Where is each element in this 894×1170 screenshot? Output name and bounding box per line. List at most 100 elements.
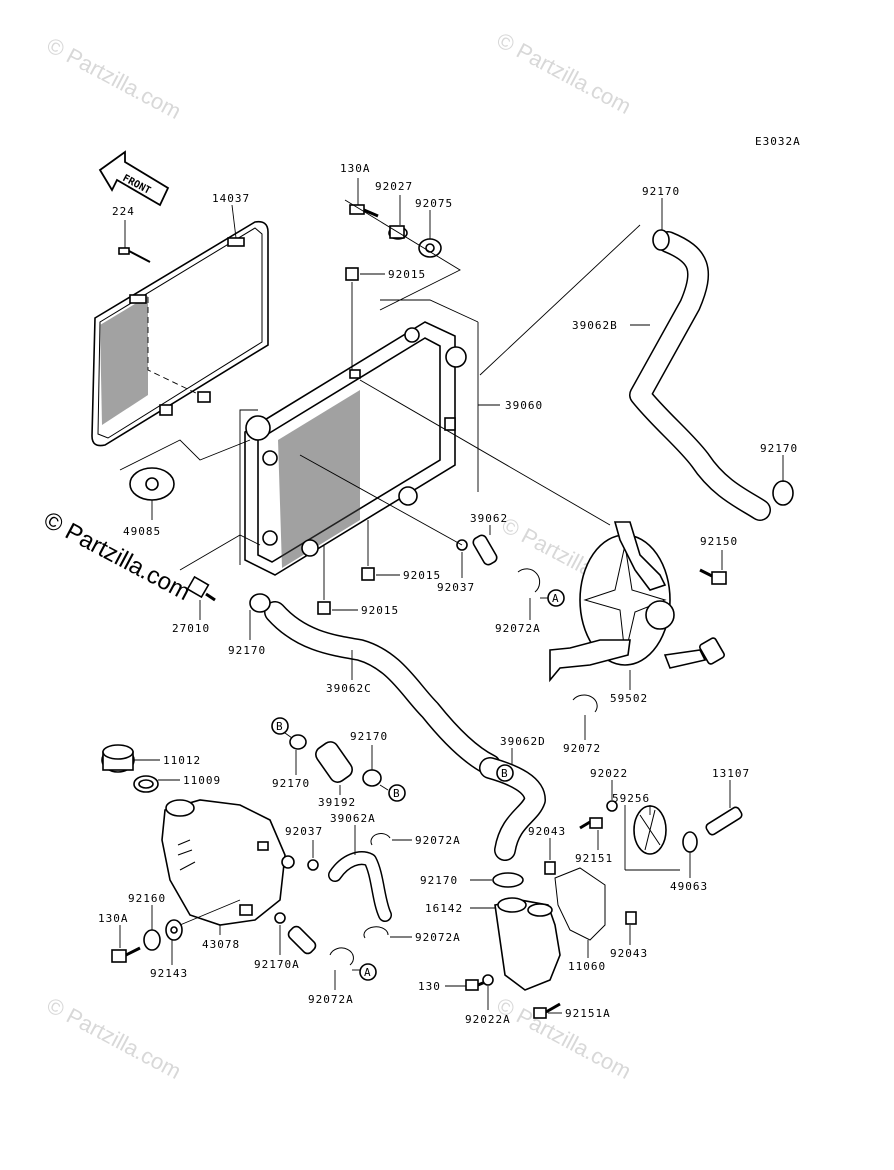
part-label-92150: 92150 — [700, 535, 738, 548]
part-label-92160: 92160 — [128, 892, 166, 905]
part-label-16142: 16142 — [425, 902, 463, 915]
bolt-92151a — [533, 1002, 562, 1019]
clamp-92170-r — [772, 455, 794, 506]
part-label-92151a: 92151A — [565, 1007, 611, 1020]
clamp-92170-b — [284, 732, 307, 775]
leader — [344, 199, 461, 311]
part-label-92151: 92151 — [575, 852, 613, 865]
clamp-92170-c — [362, 745, 389, 791]
svg-text:B: B — [501, 767, 509, 780]
clamp-92170-tr — [652, 198, 670, 251]
hose-39062 — [472, 525, 498, 566]
clamp-92170-left — [249, 593, 271, 640]
watermark: © Partzilla.com — [43, 32, 186, 124]
radiator-39060 — [239, 299, 500, 576]
bolt-92151 — [579, 817, 603, 850]
part-label-92072a-d: 92072A — [308, 993, 354, 1006]
washer-92022 — [606, 780, 618, 812]
callout-b-hose: B — [496, 764, 514, 782]
main-watermark: © Partzilla.com — [39, 506, 194, 606]
svg-text:A: A — [364, 966, 372, 979]
part-label-92170-c: 92170 — [350, 730, 388, 743]
part-label-13107: 13107 — [712, 767, 750, 780]
fan-assembly-59502 — [359, 379, 725, 690]
radiator-screen — [91, 204, 269, 447]
clamp-92170-d — [470, 872, 524, 888]
gasket-11060 — [554, 867, 606, 958]
impeller-59256 — [624, 805, 680, 871]
part-label-39062b: 39062B — [572, 319, 618, 332]
part-label-92015-top: 92015 — [388, 268, 426, 281]
part-label-27010: 27010 — [172, 622, 210, 635]
pipe-39192 — [315, 741, 353, 795]
part-label-11009: 11009 — [183, 774, 221, 787]
part-label-92143: 92143 — [150, 967, 188, 980]
part-label-92043-b: 92043 — [610, 947, 648, 960]
part-label-92170a: 92170A — [254, 958, 300, 971]
watermark: © Partzilla.com — [43, 992, 186, 1084]
switch-27010 — [179, 534, 261, 620]
washer-92143 — [165, 899, 241, 965]
plug-92160 — [143, 905, 161, 951]
cap-11012 — [101, 744, 160, 773]
watermark: © Partzilla.com — [493, 992, 636, 1084]
part-label-92037-low: 92037 — [285, 825, 323, 838]
seal-11009 — [133, 775, 180, 793]
part-label-49085: 49085 — [123, 525, 161, 538]
part-label-39062: 39062 — [470, 512, 508, 525]
part-label-59502: 59502 — [610, 692, 648, 705]
part-label-49063: 49063 — [670, 880, 708, 893]
clamp-92170a — [274, 912, 286, 955]
part-label-92170-d: 92170 — [420, 874, 458, 887]
hose-39062b — [479, 224, 771, 521]
part-label-92072a-c: 92072A — [415, 931, 461, 944]
part-label-92072a-mid: 92072A — [495, 622, 541, 635]
svg-text:B: B — [276, 720, 284, 733]
bolt-130a-top — [349, 178, 379, 218]
clamp-92037-low — [307, 840, 319, 871]
radiator-cap-49085 — [119, 439, 251, 520]
washer-92022a — [482, 974, 494, 1010]
part-label-92170-r: 92170 — [760, 442, 798, 455]
pump-cover-16142 — [470, 897, 561, 991]
part-label-43078: 43078 — [202, 938, 240, 951]
part-label-59256: 59256 — [612, 792, 650, 805]
clip-92015-mid — [361, 520, 400, 581]
clip-92015-low — [317, 545, 358, 615]
part-label-11012: 11012 — [163, 754, 201, 767]
part-label-92043-a: 92043 — [528, 825, 566, 838]
part-label-224: 224 — [112, 205, 135, 218]
callout-a-low: A — [359, 963, 377, 981]
diagram-code: E3032A — [755, 135, 801, 148]
clamp-92072a-c — [363, 926, 412, 939]
part-label-39062c: 39062C — [326, 682, 372, 695]
part-label-92015-low: 92015 — [361, 604, 399, 617]
bolt-130a-low — [111, 925, 141, 963]
bolt-92150 — [699, 550, 727, 585]
svg-text:B: B — [393, 787, 401, 800]
part-label-92015-mid: 92015 — [403, 569, 441, 582]
part-label-92170-b: 92170 — [272, 777, 310, 790]
grommet-92075 — [418, 210, 442, 258]
part-label-39192: 39192 — [318, 796, 356, 809]
part-label-92072: 92072 — [563, 742, 601, 755]
seal-49063 — [682, 831, 698, 878]
part-label-92075: 92075 — [415, 197, 453, 210]
reservoir-43078 — [161, 799, 295, 935]
part-label-130a-low: 130A — [98, 912, 129, 925]
callout-b-lower: B — [388, 784, 406, 802]
dowel-92043-a — [544, 838, 556, 875]
part-label-39060: 39060 — [505, 399, 543, 412]
part-label-92027: 92027 — [375, 180, 413, 193]
hose-piece — [287, 925, 317, 955]
part-label-92170-tr: 92170 — [642, 185, 680, 198]
svg-text:A: A — [552, 592, 560, 605]
part-label-39062a: 39062A — [330, 812, 376, 825]
part-label-92072a-b: 92072A — [415, 834, 461, 847]
watermark: © Partzilla.com — [493, 27, 636, 119]
clamp-92072 — [572, 694, 598, 740]
hose-39062a — [328, 825, 392, 922]
part-label-130a-top: 130A — [340, 162, 371, 175]
part-label-11060: 11060 — [568, 960, 606, 973]
